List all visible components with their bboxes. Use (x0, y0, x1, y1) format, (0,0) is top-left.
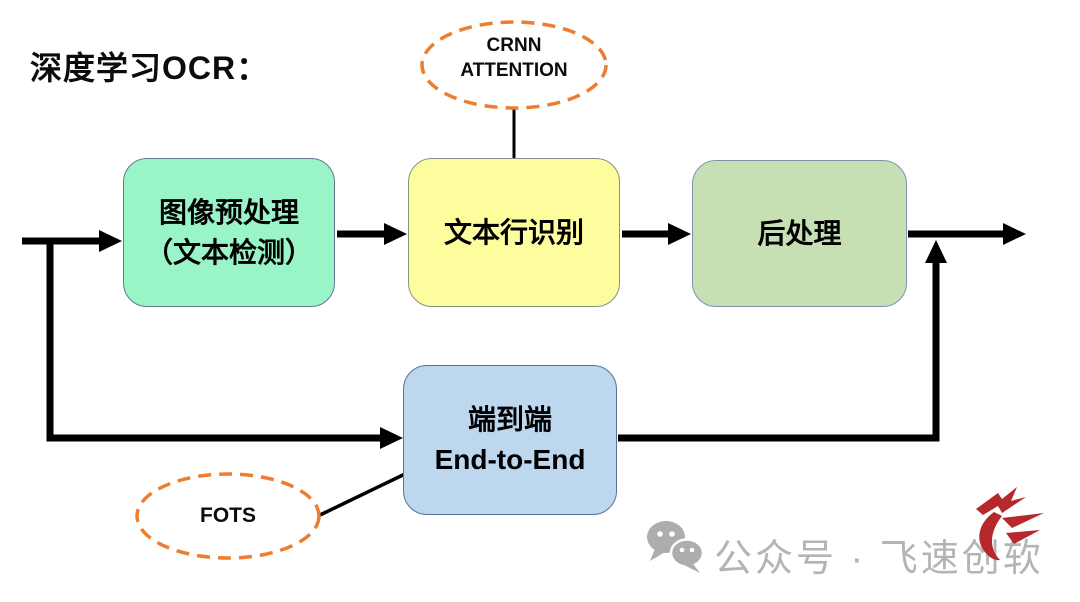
node-end-to-end-line1: 端到端 (467, 404, 552, 435)
crnn-callout-line2: ATTENTION (460, 60, 568, 81)
node-end-to-end-line2: End-to-End (434, 444, 586, 475)
wechat-icon (647, 521, 705, 573)
arrow-output-head (1003, 223, 1026, 245)
fots-callout-ellipse (135, 472, 321, 560)
feisu-logo (976, 487, 1044, 561)
arrow-textline-postprocess-head (668, 223, 691, 245)
fots-callout: FOTS (137, 503, 319, 528)
node-postprocess-label: 后处理 (757, 217, 842, 249)
fots-callout-label: FOTS (200, 504, 256, 527)
arrow-preprocess-textline-head (384, 223, 407, 245)
node-image-preprocess-line1: 图像预处理 (158, 196, 299, 228)
node-postprocess: 后处理 (692, 160, 907, 307)
crnn-callout-ellipse (420, 20, 608, 110)
page-title: 深度学习OCR： (30, 50, 270, 86)
node-textline-recognition: 文本行识别 (408, 158, 620, 307)
node-end-to-end: 端到端 End-to-End (403, 365, 617, 515)
node-image-preprocess: 图像预处理 （文本检测） (123, 158, 335, 307)
arrow-end2end-merge-head (925, 240, 947, 263)
arrow-branch-head (380, 427, 403, 449)
arrow-end2end-merge-line (618, 262, 940, 442)
crnn-callout-line1: CRNN (486, 35, 542, 56)
node-image-preprocess-line2: （文本检测） (144, 236, 313, 268)
node-textline-recognition-label: 文本行识别 (443, 216, 584, 248)
arrow-input-head (99, 230, 122, 252)
fots-connector-line (319, 471, 408, 517)
arrow-branch-line (46, 241, 380, 442)
crnn-callout: CRNN ATTENTION (422, 33, 606, 83)
